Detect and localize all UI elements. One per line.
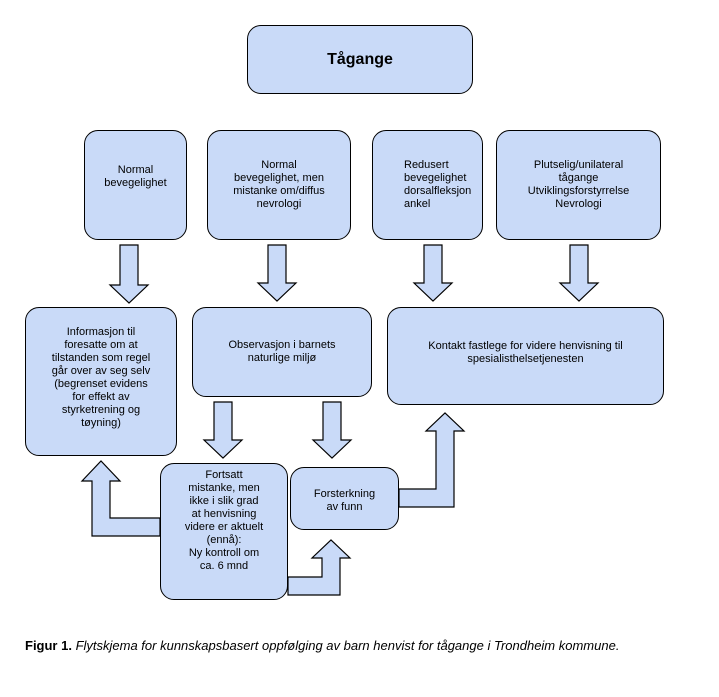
node-sudden-unilateral: Plutselig/unilateral tågange Utviklingsf… (496, 130, 661, 240)
node-normal-neuro-label: Normal bevegelighet, men mistanke om/dif… (233, 159, 325, 210)
node-normal-neuro: Normal bevegelighet, men mistanke om/dif… (207, 130, 351, 240)
arrow-down-normal-neuro (256, 244, 298, 302)
arrow-down-observation-right (311, 401, 353, 459)
node-sudden-unilateral-label: Plutselig/unilateral tågange Utviklingsf… (527, 159, 630, 210)
node-normal-mobility: Normal bevegelighet (84, 130, 187, 240)
caption-text: Flytskjema for kunnskapsbasert oppfølgin… (75, 638, 620, 653)
arrow-down-observation-left (202, 401, 244, 459)
arrow-bent-to-info (80, 460, 161, 537)
arrow-bent-to-reinforcement (287, 539, 352, 596)
node-info-parents: Informasjon til foresatte om at tilstand… (25, 307, 177, 456)
node-contact-gp: Kontakt fastlege for videre henvisning t… (387, 307, 664, 405)
arrow-down-normal-mobility (108, 244, 150, 304)
caption-label: Figur 1. (25, 638, 72, 653)
node-reinforcement-label: Forsterkning av funn (313, 488, 376, 513)
figure-caption: Figur 1. Flytskjema for kunnskapsbasert … (25, 637, 705, 654)
node-reduced-dorsiflexion-label: Redusert bevegelighet dorsalfleksjon ank… (404, 159, 472, 210)
node-observation: Observasjon i barnets naturlige miljø (192, 307, 372, 397)
arrow-down-sudden (558, 244, 600, 302)
title-text: Tågange (327, 51, 393, 68)
title-box: Tågange (247, 25, 473, 94)
node-reinforcement: Forsterkning av funn (290, 467, 399, 530)
node-normal-mobility-label: Normal bevegelighet (104, 164, 167, 189)
node-info-parents-label: Informasjon til foresatte om at tilstand… (51, 326, 151, 429)
arrow-down-reduced (412, 244, 454, 302)
arrow-bent-to-contact (398, 412, 466, 508)
node-contact-gp-label: Kontakt fastlege for videre henvisning t… (428, 340, 623, 365)
node-still-suspicion: Fortsatt mistanke, men ikke i slik grad … (160, 463, 288, 600)
node-still-suspicion-label: Fortsatt mistanke, men ikke i slik grad … (184, 469, 264, 572)
node-observation-label: Observasjon i barnets naturlige miljø (228, 339, 336, 364)
node-reduced-dorsiflexion: Redusert bevegelighet dorsalfleksjon ank… (372, 130, 483, 240)
